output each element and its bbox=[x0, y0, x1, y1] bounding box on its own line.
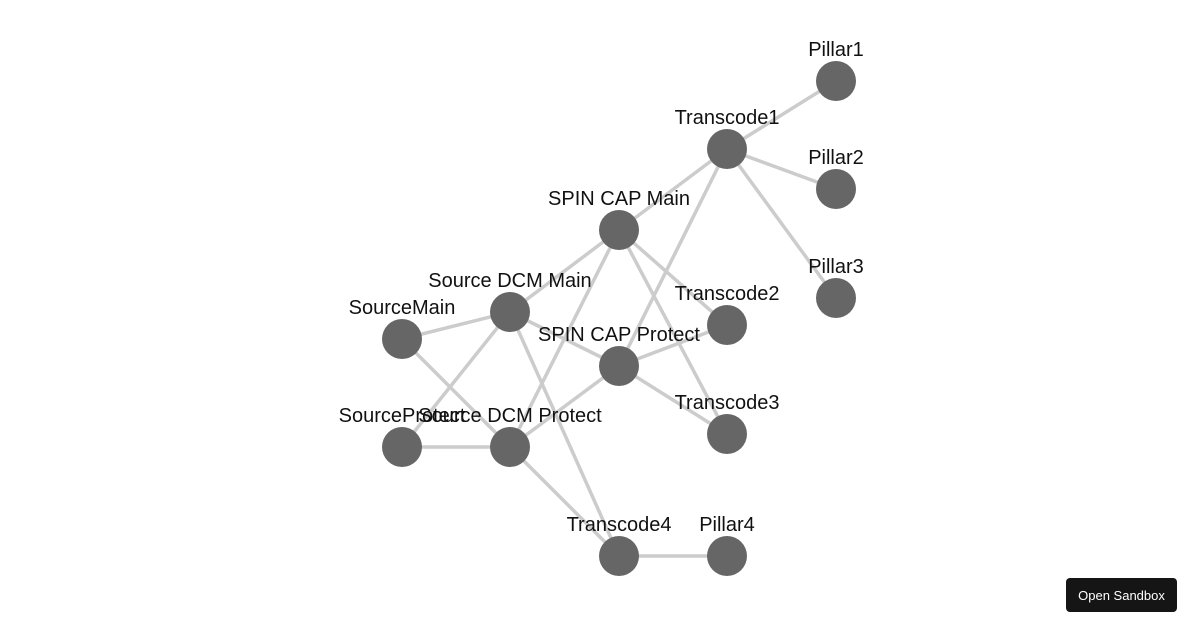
node-pillar2[interactable]: Pillar2 bbox=[808, 147, 864, 209]
node-circle[interactable] bbox=[707, 305, 747, 345]
node-pillar4[interactable]: Pillar4 bbox=[699, 514, 755, 576]
edge-source-dcm-protect-to-transcode4 bbox=[508, 445, 621, 558]
node-label: Pillar2 bbox=[808, 147, 864, 169]
edge-spin-cap-protect-to-transcode3 bbox=[617, 364, 729, 436]
node-sourcemain[interactable]: SourceMain bbox=[349, 297, 456, 359]
edge-source-dcm-main-to-transcode4 bbox=[508, 310, 621, 558]
node-circle[interactable] bbox=[490, 427, 530, 467]
node-circle[interactable] bbox=[816, 169, 856, 209]
node-label: Pillar4 bbox=[699, 514, 755, 536]
node-circle[interactable] bbox=[599, 346, 639, 386]
edge-spin-cap-main-to-transcode3 bbox=[617, 228, 729, 436]
node-source-dcm-protect[interactable]: Source DCM Protect bbox=[418, 405, 602, 467]
node-label: SourceProtect bbox=[339, 405, 466, 427]
node-sourceprotect[interactable]: SourceProtect bbox=[339, 405, 466, 467]
node-label: SPIN CAP Main bbox=[548, 188, 690, 210]
node-pillar3[interactable]: Pillar3 bbox=[808, 256, 864, 318]
edge-spin-cap-main-to-transcode1 bbox=[617, 147, 729, 232]
node-circle[interactable] bbox=[490, 292, 530, 332]
node-label: SourceMain bbox=[349, 297, 456, 319]
node-circle[interactable] bbox=[816, 278, 856, 318]
node-transcode3[interactable]: Transcode3 bbox=[675, 392, 780, 454]
edge-transcode1-to-pillar1 bbox=[725, 79, 838, 151]
node-spin-cap-protect[interactable]: SPIN CAP Protect bbox=[538, 324, 700, 386]
node-source-dcm-main[interactable]: Source DCM Main bbox=[428, 270, 592, 332]
node-label: Pillar3 bbox=[808, 256, 864, 278]
edge-source-dcm-protect-to-spin-cap-main bbox=[508, 228, 621, 449]
edge-source-dcm-main-to-spin-cap-main bbox=[508, 228, 621, 314]
edge-transcode1-to-pillar3 bbox=[725, 147, 838, 300]
node-label: Source DCM Main bbox=[428, 270, 591, 292]
node-circle[interactable] bbox=[382, 427, 422, 467]
node-circle[interactable] bbox=[707, 129, 747, 169]
node-circle[interactable] bbox=[707, 414, 747, 454]
edge-sourcemain-to-source-dcm-protect bbox=[400, 337, 512, 449]
node-spin-cap-main[interactable]: SPIN CAP Main bbox=[548, 188, 690, 250]
node-pillar1[interactable]: Pillar1 bbox=[808, 39, 864, 101]
node-label: Pillar1 bbox=[808, 39, 864, 61]
node-label: Transcode2 bbox=[675, 283, 780, 305]
edge-spin-cap-protect-to-transcode1 bbox=[617, 147, 729, 368]
node-transcode4[interactable]: Transcode4 bbox=[567, 514, 672, 576]
node-label: Transcode3 bbox=[675, 392, 780, 414]
node-label: SPIN CAP Protect bbox=[538, 324, 700, 346]
node-label: Transcode4 bbox=[567, 514, 672, 536]
edges-layer bbox=[400, 79, 838, 558]
node-transcode1[interactable]: Transcode1 bbox=[675, 107, 780, 169]
node-circle[interactable] bbox=[599, 210, 639, 250]
node-circle[interactable] bbox=[707, 536, 747, 576]
node-transcode2[interactable]: Transcode2 bbox=[675, 283, 780, 345]
edge-sourceprotect-to-source-dcm-main bbox=[400, 310, 512, 449]
node-circle[interactable] bbox=[816, 61, 856, 101]
node-label: Source DCM Protect bbox=[418, 405, 602, 427]
node-circle[interactable] bbox=[599, 536, 639, 576]
node-label: Transcode1 bbox=[675, 107, 780, 129]
edge-source-dcm-protect-to-spin-cap-protect bbox=[508, 364, 621, 449]
edge-spin-cap-main-to-transcode2 bbox=[617, 228, 729, 327]
node-circle[interactable] bbox=[382, 319, 422, 359]
open-sandbox-button[interactable]: Open Sandbox bbox=[1066, 578, 1177, 612]
